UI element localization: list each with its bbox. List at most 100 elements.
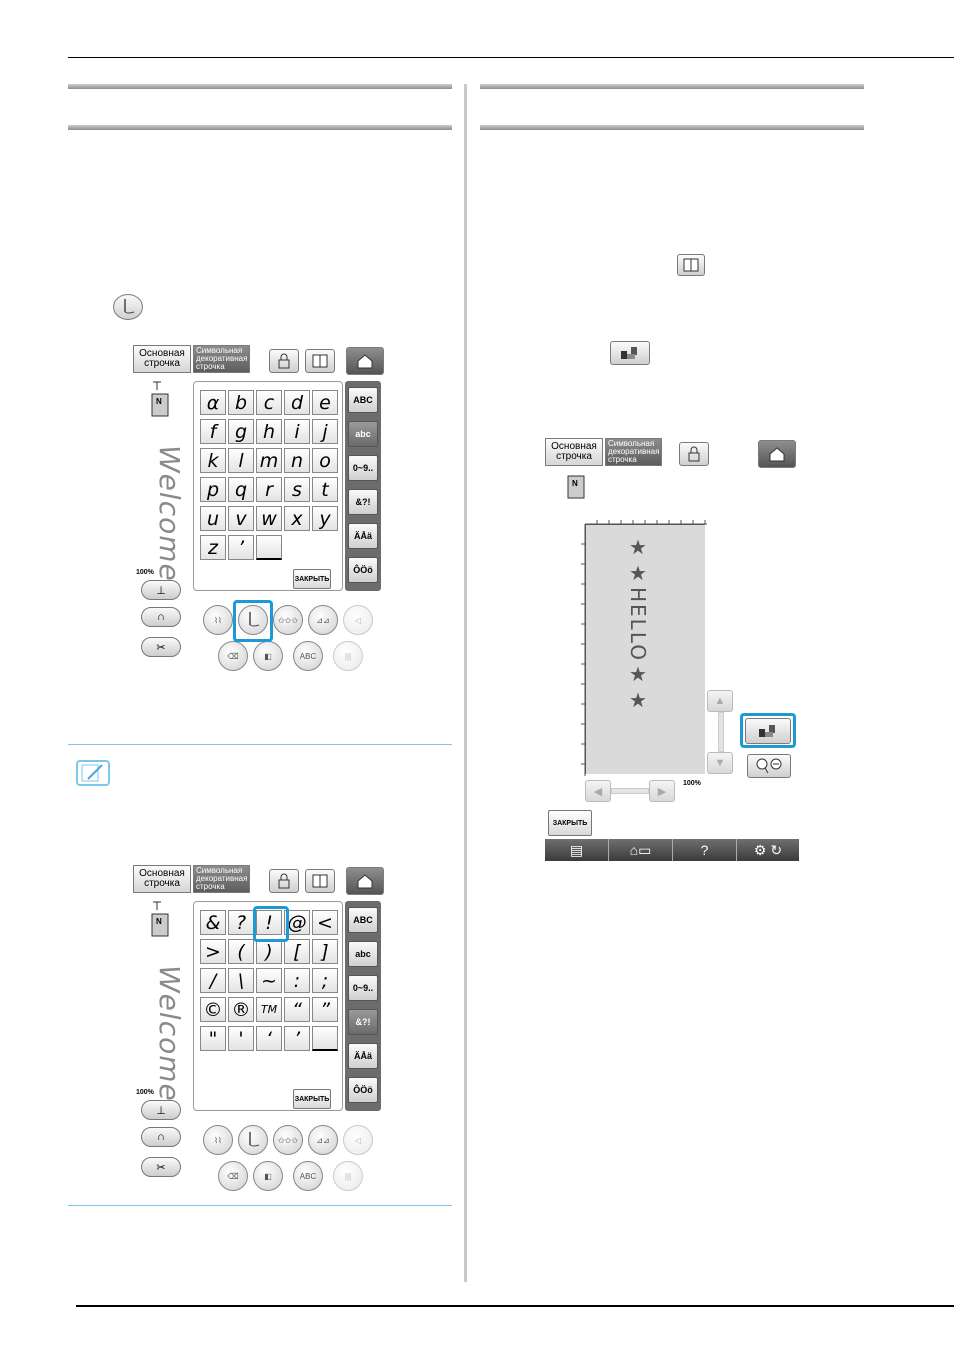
close-button[interactable]: ЗАКРЫТЬ [548, 810, 592, 836]
tab-0[interactable]: ABC [348, 387, 378, 413]
tab-0[interactable]: ABC [348, 907, 378, 933]
tab-3[interactable]: &?! [348, 1009, 378, 1035]
character-key[interactable]: v [228, 506, 254, 531]
horizontal-scrollbar[interactable] [611, 788, 649, 794]
character-key[interactable]: ” [312, 997, 338, 1022]
mirror-button[interactable]: ⊿⊿ [308, 605, 338, 635]
tab-5[interactable]: ÔÖö [348, 1077, 378, 1103]
tab-4[interactable]: ÄÅä [348, 1043, 378, 1069]
page-icon[interactable]: ▤ [545, 839, 609, 861]
eraser-button[interactable]: ⌫ [218, 1161, 248, 1191]
character-key[interactable]: p [200, 477, 226, 502]
character-key[interactable]: o [312, 448, 338, 473]
arrow-right-icon[interactable]: ▶ [649, 780, 675, 802]
character-key[interactable]: ’ [228, 535, 254, 560]
character-key[interactable]: ’ [284, 1026, 310, 1051]
character-key[interactable]: > [200, 939, 226, 964]
machine-icon[interactable]: ⌂▭ [609, 839, 673, 861]
lock-icon[interactable] [269, 869, 299, 893]
character-key[interactable] [312, 1026, 338, 1051]
character-key[interactable]: h [256, 419, 282, 444]
character-key[interactable]: α [200, 390, 226, 415]
tab-4[interactable]: ÄÅä [348, 523, 378, 549]
character-key[interactable]: t [312, 477, 338, 502]
needle-position-button[interactable]: ⊥ [141, 580, 181, 600]
thread-cutter-button[interactable]: ∩ [141, 1127, 181, 1147]
home-icon[interactable] [346, 347, 384, 375]
tab-basic-stitch[interactable]: Основная строчка [545, 438, 603, 466]
tab-character-stitch[interactable]: Символьная декоративная строчка [193, 865, 250, 893]
arrow-left-icon[interactable]: ◀ [585, 780, 611, 802]
character-key[interactable]: w [256, 506, 282, 531]
tab-basic-stitch[interactable]: Основная строчка [133, 865, 191, 893]
character-key[interactable]: ] [312, 939, 338, 964]
character-key[interactable] [256, 535, 282, 560]
character-key[interactable]: n [284, 448, 310, 473]
character-key[interactable]: ! [256, 910, 282, 935]
character-key[interactable]: g [228, 419, 254, 444]
tab-5[interactable]: ÔÖö [348, 557, 378, 583]
book-icon[interactable] [305, 869, 335, 893]
thread-cutter-button[interactable]: ∩ [141, 607, 181, 627]
character-key[interactable]: l [228, 448, 254, 473]
lock-icon[interactable] [269, 349, 299, 373]
character-key[interactable]: i [284, 419, 310, 444]
close-button[interactable]: ЗАКРЫТЬ [293, 1089, 331, 1109]
character-key[interactable]: s [284, 477, 310, 502]
character-stitch-button[interactable] [238, 1125, 268, 1155]
scissors-icon[interactable]: ✂ [141, 1157, 181, 1177]
character-key[interactable]: ; [312, 968, 338, 993]
character-key[interactable]: < [312, 910, 338, 935]
stitch-pattern-button[interactable]: ✩✩✩ [273, 605, 303, 635]
spacing-button[interactable]: ABC [293, 641, 323, 671]
character-key[interactable]: z [200, 535, 226, 560]
character-key[interactable]: f [200, 419, 226, 444]
character-key[interactable]: ~ [256, 968, 282, 993]
character-key[interactable]: © [200, 997, 226, 1022]
character-stitch-button[interactable] [238, 605, 268, 635]
tab-basic-stitch[interactable]: Основная строчка [133, 345, 191, 373]
home-icon[interactable] [346, 867, 384, 895]
character-key[interactable]: TM [256, 997, 282, 1022]
character-key[interactable]: d [284, 390, 310, 415]
arrow-down-icon[interactable]: ▼ [707, 752, 733, 774]
thread-icon[interactable]: ⌇⌇ [203, 1125, 233, 1155]
character-key[interactable]: / [200, 968, 226, 993]
character-key[interactable]: ? [228, 910, 254, 935]
character-key[interactable]: " [200, 1026, 226, 1051]
arrow-up-icon[interactable]: ▲ [707, 690, 733, 712]
thread-icon[interactable]: ⌇⌇ [203, 605, 233, 635]
character-key[interactable]: ( [228, 939, 254, 964]
character-key[interactable]: c [256, 390, 282, 415]
lock-icon[interactable] [679, 442, 709, 466]
stitch-pattern-button[interactable]: ✩✩✩ [273, 1125, 303, 1155]
tab-1[interactable]: abc [348, 941, 378, 967]
mirror-button[interactable]: ⊿⊿ [308, 1125, 338, 1155]
character-key[interactable]: m [256, 448, 282, 473]
character-key[interactable]: q [228, 477, 254, 502]
character-key[interactable]: ‘ [256, 1026, 282, 1051]
character-key[interactable]: e [312, 390, 338, 415]
tab-2[interactable]: 0~9.. [348, 975, 378, 1001]
spacing-button[interactable]: ABC [293, 1161, 323, 1191]
book-icon[interactable] [305, 349, 335, 373]
character-key[interactable]: ) [256, 939, 282, 964]
character-key[interactable]: k [200, 448, 226, 473]
help-button[interactable]: ? [673, 839, 737, 861]
tab-2[interactable]: 0~9.. [348, 455, 378, 481]
character-key[interactable]: ' [228, 1026, 254, 1051]
character-key[interactable]: y [312, 506, 338, 531]
needle-position-button[interactable]: ⊥ [141, 1100, 181, 1120]
character-key[interactable]: x [284, 506, 310, 531]
spool-layout-button[interactable] [745, 718, 791, 744]
character-key[interactable]: u [200, 506, 226, 531]
magnifier-icon[interactable] [747, 754, 791, 778]
character-key[interactable]: r [256, 477, 282, 502]
character-key[interactable]: b [228, 390, 254, 415]
character-key[interactable]: : [284, 968, 310, 993]
settings-icon[interactable]: ⚙ ↻ [737, 839, 799, 861]
home-icon[interactable] [758, 440, 796, 468]
tab-character-stitch[interactable]: Символьная декоративная строчка [605, 438, 662, 466]
character-key[interactable]: ® [228, 997, 254, 1022]
tab-character-stitch[interactable]: Символьная декоративная строчка [193, 345, 250, 373]
